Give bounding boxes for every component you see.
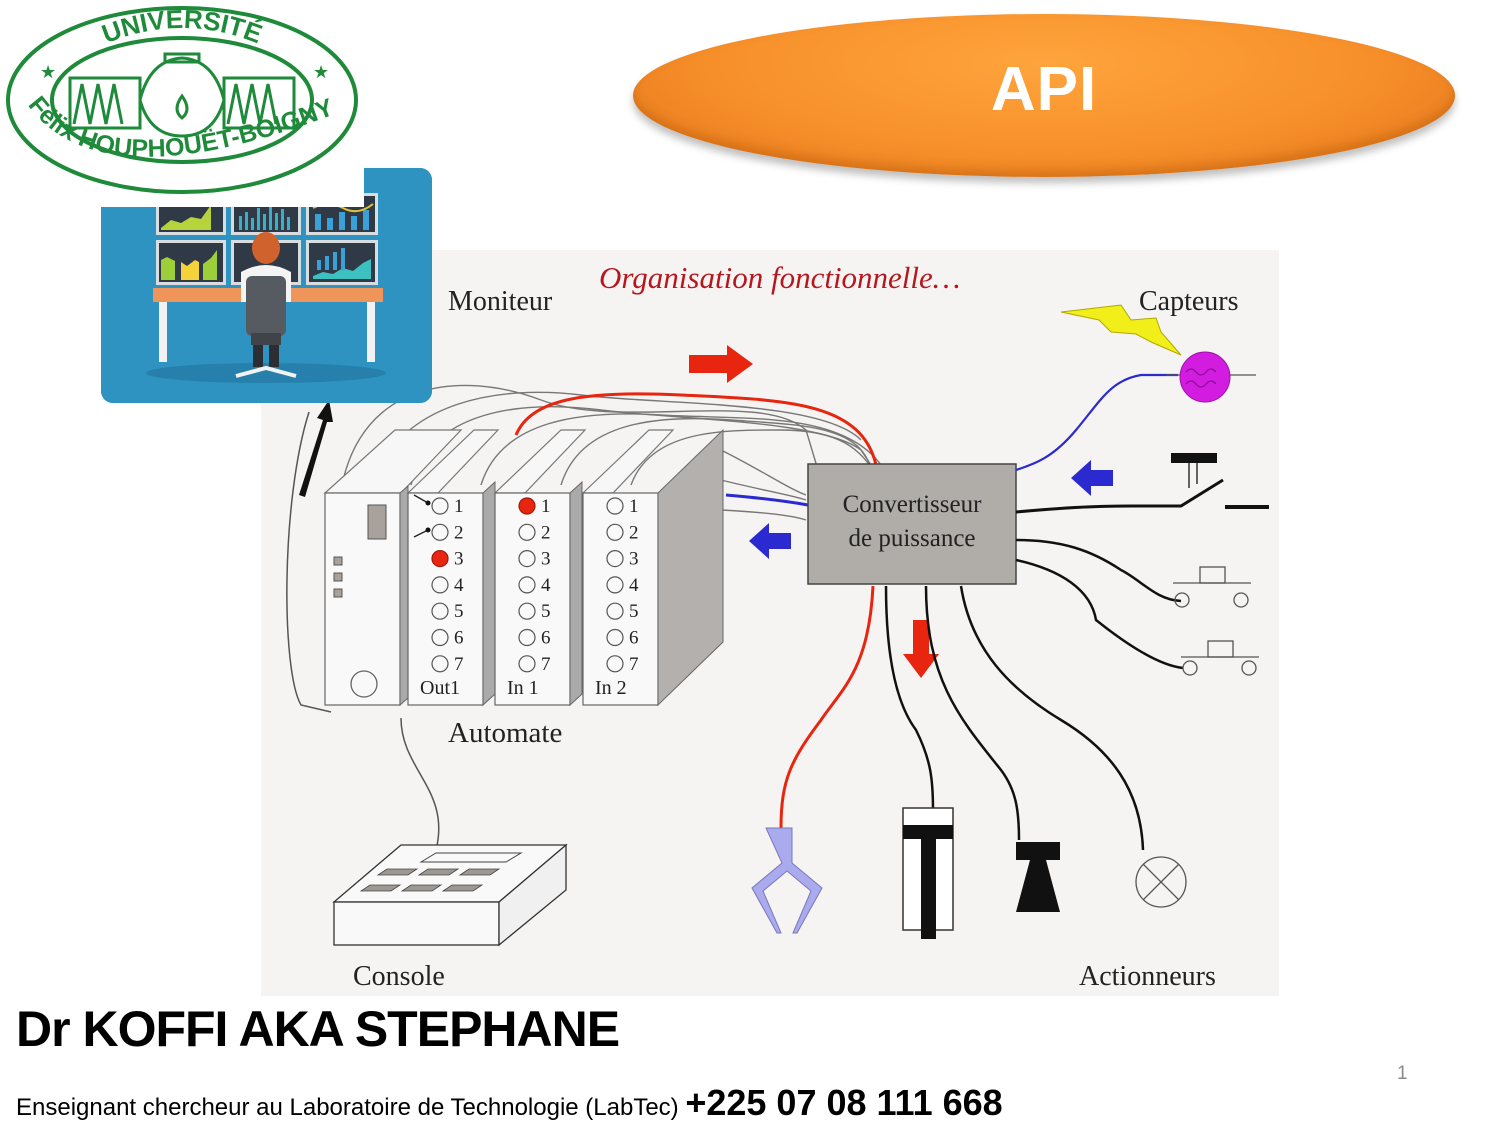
operator — [235, 232, 297, 378]
channel-number: 3 — [629, 549, 639, 570]
led-on — [518, 497, 536, 515]
arrow-right-icon — [689, 345, 753, 383]
converter-label-line2: de puissance — [848, 525, 975, 552]
channel-number: 6 — [541, 628, 551, 649]
emblem-icon — [68, 52, 296, 138]
channel-number: 6 — [454, 628, 464, 649]
red-signal-wire — [514, 392, 878, 466]
module-label: In 2 — [595, 677, 627, 699]
led-off — [606, 497, 624, 515]
channel-number: 3 — [541, 549, 551, 570]
led-off — [518, 655, 536, 673]
label-sensors: Capteurs — [1139, 286, 1239, 317]
io-module: 1 2 3 4 5 6 7In 2 — [581, 428, 724, 707]
led-off — [606, 550, 624, 568]
slide-title-banner: API — [633, 14, 1455, 177]
channel-number: 1 — [541, 496, 551, 517]
power-converter: Convertisseur de puissance — [807, 463, 1017, 585]
channel-number: 7 — [629, 654, 639, 675]
converter-label-line1: Convertisseur — [843, 491, 983, 518]
channel-number: 6 — [629, 628, 639, 649]
led-off — [606, 602, 624, 620]
star-icon: ★ — [40, 62, 56, 82]
led-off — [518, 576, 536, 594]
led-off — [606, 628, 624, 647]
arrow-down-icon — [903, 620, 939, 678]
module-label: Out1 — [420, 677, 460, 699]
channel-number: 2 — [454, 522, 464, 543]
arrow-left-icon — [749, 523, 791, 559]
control-room-illustration — [101, 168, 432, 403]
author-affiliation: Enseignant chercheur au Laboratoire de T… — [16, 1082, 1003, 1124]
logo-top-text: UNIVERSITÉ — [98, 4, 266, 49]
led-off — [431, 497, 449, 515]
lightning-icon — [1060, 304, 1182, 356]
channel-number: 7 — [541, 654, 551, 675]
arrow-up-icon — [299, 400, 333, 497]
red-actuator-wire — [779, 585, 875, 829]
affiliation-text: Enseignant chercheur au Laboratoire de T… — [16, 1094, 679, 1121]
led-off — [606, 655, 624, 673]
console-icon — [332, 843, 568, 947]
star-icon: ★ — [313, 62, 329, 82]
limit-switch-icon — [1015, 453, 1269, 514]
pushbutton-icon — [1015, 538, 1251, 608]
io-module: 1 2 3 4 5 6 7In 1 — [493, 429, 587, 707]
led-off — [606, 523, 624, 541]
channel-number: 4 — [541, 575, 551, 596]
university-logo: UNIVERSITÉ Félix HOUPHOUËT-BOIGNY ★ ★ — [0, 0, 364, 207]
console-cable — [400, 717, 440, 863]
lamp-icon — [1135, 856, 1187, 908]
channel-number: 4 — [454, 575, 464, 596]
label-automaton: Automate — [448, 717, 562, 749]
phone-number: +225 07 08 111 668 — [685, 1082, 1003, 1123]
channel-number: 5 — [629, 601, 639, 622]
channel-number: 5 — [454, 601, 464, 622]
author-name: Dr KOFFI AKA STEPHANE — [16, 1001, 620, 1057]
diagram-heading: Organisation fonctionnelle… — [599, 260, 960, 295]
led-off — [431, 655, 449, 673]
led-on — [431, 550, 449, 568]
gripper-icon — [751, 827, 823, 934]
valve-icon — [1016, 842, 1060, 912]
cable-bundle — [340, 384, 882, 521]
slide-title: API — [990, 55, 1098, 124]
led-off — [431, 576, 449, 594]
led-off — [431, 628, 449, 647]
channel-number: 7 — [454, 654, 464, 675]
led-off — [606, 576, 624, 594]
led-off — [431, 523, 449, 541]
channel-number: 3 — [454, 549, 464, 570]
blue-signal-wire — [725, 493, 809, 507]
label-actuators: Actionneurs — [1079, 961, 1216, 992]
module-label: In 1 — [507, 677, 539, 699]
channel-number: 2 — [629, 522, 639, 543]
channel-number: 2 — [541, 522, 551, 543]
page-number: 1 — [1397, 1063, 1408, 1084]
pushbutton-icon — [1015, 558, 1259, 676]
sensor-proximity-icon — [1179, 351, 1231, 403]
channel-number: 1 — [454, 496, 464, 517]
channel-number: 5 — [541, 601, 551, 622]
monitor-cable — [286, 411, 332, 713]
label-monitor: Moniteur — [448, 286, 553, 317]
channel-number: 4 — [629, 575, 639, 596]
label-console: Console — [353, 961, 445, 992]
arrow-left-icon — [1071, 460, 1113, 496]
cylinder-icon — [902, 807, 954, 939]
channel-number: 1 — [629, 496, 639, 517]
led-off — [431, 602, 449, 620]
led-off — [518, 523, 536, 541]
led-off — [518, 628, 536, 647]
led-off — [518, 550, 536, 568]
led-off — [518, 602, 536, 620]
plc-cpu-module — [323, 429, 463, 707]
